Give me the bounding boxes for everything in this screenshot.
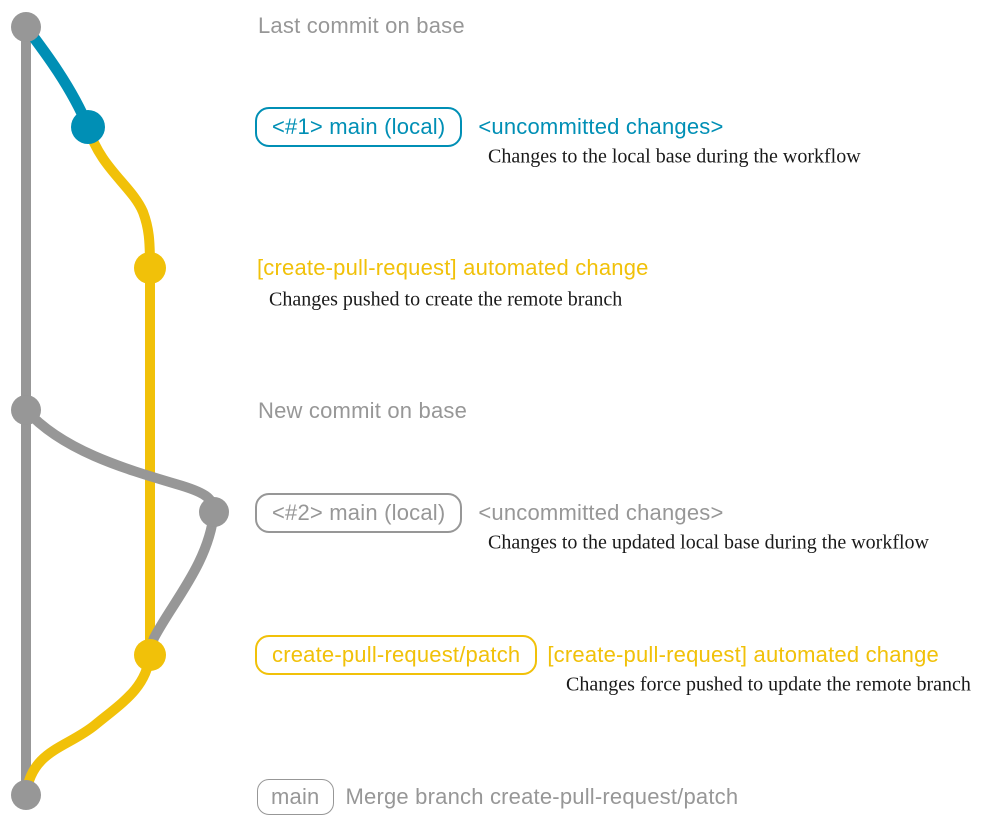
git-graph xyxy=(11,12,229,810)
edge-patch-2-to-merge xyxy=(21,654,155,796)
branch-label-create-pull-request-patch: create-pull-request/patch xyxy=(255,635,538,675)
commit-message: Last commit on base xyxy=(258,13,465,38)
edge-base-to-local-main-2 xyxy=(22,406,219,513)
row-local-main-1: <#1> main (local) <uncommitted changes> xyxy=(255,107,724,147)
annotation-force-push-update-branch: Changes force pushed to update the remot… xyxy=(566,673,971,696)
commit-dot-automated-change-2 xyxy=(134,639,166,671)
commit-dot-local-main-2 xyxy=(199,497,229,527)
commit-message: <uncommitted changes> xyxy=(478,114,724,139)
commit-dot-local-main-1 xyxy=(71,110,105,144)
branch-label-main-local-1: <#1> main (local) xyxy=(255,107,463,147)
commit-dot-last-commit-on-base xyxy=(11,12,41,42)
edge-local-main-1-to-patch-1 xyxy=(83,125,155,269)
commit-message: <uncommitted changes> xyxy=(478,500,724,525)
commit-dot-merge xyxy=(11,780,41,810)
row-automated-change-1: [create-pull-request] automated change xyxy=(257,255,649,281)
branch-label-main: main xyxy=(257,779,334,815)
edge-base-to-local-main-1 xyxy=(21,23,94,130)
commit-message: [create-pull-request] automated change xyxy=(547,642,939,667)
annotation-push-create-branch: Changes pushed to create the remote bran… xyxy=(269,288,623,311)
annotation-updated-local-base-changes: Changes to the updated local base during… xyxy=(488,531,929,554)
row-automated-change-2: create-pull-request/patch [create-pull-r… xyxy=(255,635,939,675)
commit-dot-new-commit-on-base xyxy=(11,395,41,425)
row-merge-commit: main Merge branch create-pull-request/pa… xyxy=(257,779,738,815)
row-local-main-2: <#2> main (local) <uncommitted changes> xyxy=(255,493,724,533)
commit-message: Merge branch create-pull-request/patch xyxy=(345,784,739,809)
edge-local-main-2-to-patch-2 xyxy=(145,511,219,656)
commit-dot-automated-change-1 xyxy=(134,252,166,284)
commit-message: [create-pull-request] automated change xyxy=(257,255,649,280)
branch-label-main-local-2: <#2> main (local) xyxy=(255,493,463,533)
row-new-commit-on-base: New commit on base xyxy=(258,398,467,424)
row-last-commit-on-base: Last commit on base xyxy=(258,13,465,39)
commit-message: New commit on base xyxy=(258,398,468,423)
annotation-local-base-changes: Changes to the local base during the wor… xyxy=(488,145,861,168)
